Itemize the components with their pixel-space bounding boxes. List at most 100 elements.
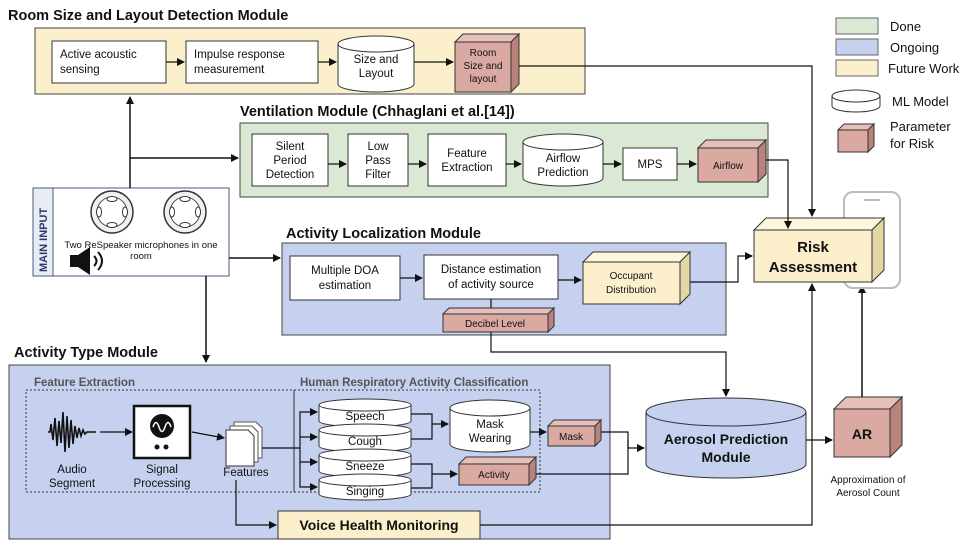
activity-parameter-cube bbox=[457, 455, 538, 487]
arrow-features-speech bbox=[262, 408, 318, 449]
doa-label-2: estimation bbox=[319, 280, 371, 292]
signal-processing-icon bbox=[132, 404, 192, 460]
respeaker-mic-icon-2 bbox=[163, 190, 207, 234]
size-layout-model-cylinder bbox=[337, 35, 415, 93]
ar-parameter-cube bbox=[832, 395, 904, 459]
class-sneeze-label: Sneeze bbox=[345, 461, 384, 473]
vent-feature-label-2: Extraction bbox=[441, 162, 492, 174]
arrow-features-singing bbox=[299, 448, 318, 491]
vent-feature-label-1: Feature bbox=[447, 148, 487, 160]
airflow-prediction-cylinder bbox=[522, 133, 604, 187]
localization-module-title: Activity Localization Module bbox=[286, 226, 481, 242]
airflow-parameter-cube bbox=[696, 138, 768, 184]
activity-param-label: Activity bbox=[478, 470, 510, 481]
room-param-label-1: Room bbox=[470, 48, 497, 59]
arrow-sneeze-activity bbox=[411, 463, 458, 478]
size-model-label-1: Size and bbox=[354, 54, 399, 66]
room-param-label-3: layout bbox=[470, 74, 497, 85]
activity-type-module-title: Activity Type Module bbox=[14, 345, 158, 361]
silent-label-1: Silent bbox=[276, 141, 306, 153]
main-input-side-label-bg bbox=[32, 187, 54, 277]
arrow-decibel-aerosol bbox=[490, 332, 730, 397]
distance-label-2: of activity source bbox=[448, 279, 534, 291]
ar-label: AR bbox=[852, 426, 872, 442]
mics-caption-2: room bbox=[130, 251, 152, 262]
mask-wearing-cylinder bbox=[449, 399, 531, 453]
classification-title: Human Respiratory Activity Classificatio… bbox=[300, 377, 528, 389]
classification-group bbox=[293, 389, 541, 493]
feature-extraction-title: Feature Extraction bbox=[34, 377, 135, 389]
acoustic-sensing-box bbox=[51, 40, 167, 84]
distance-estimation-box bbox=[423, 254, 559, 300]
legend-ml-model-cylinder bbox=[831, 89, 881, 113]
arrow-occupant-risk bbox=[690, 252, 753, 283]
features-document-icon bbox=[225, 421, 263, 467]
line-singing-activity bbox=[411, 474, 433, 489]
impulse-response-box bbox=[185, 40, 319, 84]
legend-ml-label: ML Model bbox=[892, 94, 949, 109]
legend-future-label: Future Work bbox=[888, 61, 960, 76]
legend-done-label: Done bbox=[890, 19, 921, 34]
decibel-level-cube bbox=[441, 306, 556, 334]
legend-future-swatch bbox=[835, 59, 879, 77]
airflow-model-label-2: Prediction bbox=[537, 167, 588, 179]
doa-estimation-box bbox=[289, 255, 401, 301]
occupant-label-1: Occupant bbox=[610, 271, 653, 282]
legend-param-label-2: for Risk bbox=[890, 136, 935, 151]
aerosol-prediction-cylinder bbox=[645, 397, 807, 479]
signal-label-1: Signal bbox=[146, 464, 178, 476]
arrow-roomsize-risk bbox=[519, 65, 816, 217]
risk-label-1: Risk bbox=[797, 239, 829, 256]
features-label: Features bbox=[223, 467, 269, 479]
risk-label-2: Assessment bbox=[769, 259, 857, 276]
impulse-label-1: Impulse response bbox=[194, 49, 285, 61]
legend-done-swatch bbox=[835, 17, 879, 35]
silent-label-2: Period bbox=[273, 155, 306, 167]
audio-label-2: Segment bbox=[49, 478, 96, 490]
ventilation-module-title: Ventilation Module (Chhaglani et al.[14]… bbox=[240, 104, 515, 120]
voice-health-monitoring-box bbox=[277, 510, 481, 540]
audio-waveform-icon bbox=[48, 411, 96, 453]
mics-caption-1: Two ReSpeaker microphones in one bbox=[64, 240, 217, 251]
lowpass-label-3: Filter bbox=[365, 169, 391, 181]
class-speech-label: Speech bbox=[345, 411, 384, 423]
silent-period-box bbox=[251, 133, 329, 187]
aerosol-label-1: Aerosol Prediction bbox=[664, 431, 788, 447]
arrow-airflow-risk bbox=[766, 159, 792, 229]
doa-label-1: Multiple DOA bbox=[311, 265, 379, 277]
class-cough-label: Cough bbox=[348, 436, 382, 448]
arrow-speech-mask bbox=[411, 413, 449, 428]
acoustic-sensing-label-1: Active acoustic bbox=[60, 49, 137, 61]
airflow-model-label-1: Airflow bbox=[546, 153, 581, 165]
occupant-label-2: Distribution bbox=[606, 285, 656, 296]
feature-extraction-box-vent bbox=[427, 133, 507, 187]
ar-caption-1: Approximation of bbox=[830, 475, 905, 486]
lowpass-label-1: Low bbox=[367, 141, 389, 153]
respeaker-mic-icon-1 bbox=[90, 190, 134, 234]
audio-label-1: Audio bbox=[57, 464, 86, 476]
impulse-label-2: measurement bbox=[194, 64, 265, 76]
mps-label: MPS bbox=[638, 159, 663, 171]
legend-param-label-1: Parameter bbox=[890, 119, 951, 134]
legend-ongoing-label: Ongoing bbox=[890, 40, 939, 55]
class-cylinder-singing bbox=[318, 473, 412, 501]
feature-extraction-group bbox=[25, 389, 295, 493]
airflow-param-label: Airflow bbox=[713, 161, 744, 172]
room-param-label-2: Size and bbox=[464, 61, 503, 72]
lowpass-label-2: Pass bbox=[365, 155, 391, 167]
occupant-distribution-cube bbox=[581, 250, 692, 306]
mask-parameter-cube bbox=[546, 418, 603, 448]
speaker-icon bbox=[70, 247, 103, 275]
aerosol-label-2: Module bbox=[702, 449, 751, 465]
room-size-parameter-cube bbox=[453, 32, 521, 94]
arrow-signal-features bbox=[191, 431, 225, 441]
mask-model-label-2: Wearing bbox=[469, 433, 512, 445]
distance-label-1: Distance estimation bbox=[441, 264, 541, 276]
arrow-features-voice-health bbox=[235, 480, 277, 529]
voice-health-label: Voice Health Monitoring bbox=[299, 517, 458, 533]
mask-param-label: Mask bbox=[559, 432, 584, 443]
class-singing-label: Singing bbox=[346, 486, 384, 498]
class-cylinder-cough bbox=[318, 423, 412, 453]
ar-caption-2: Aerosol Count bbox=[836, 488, 900, 499]
